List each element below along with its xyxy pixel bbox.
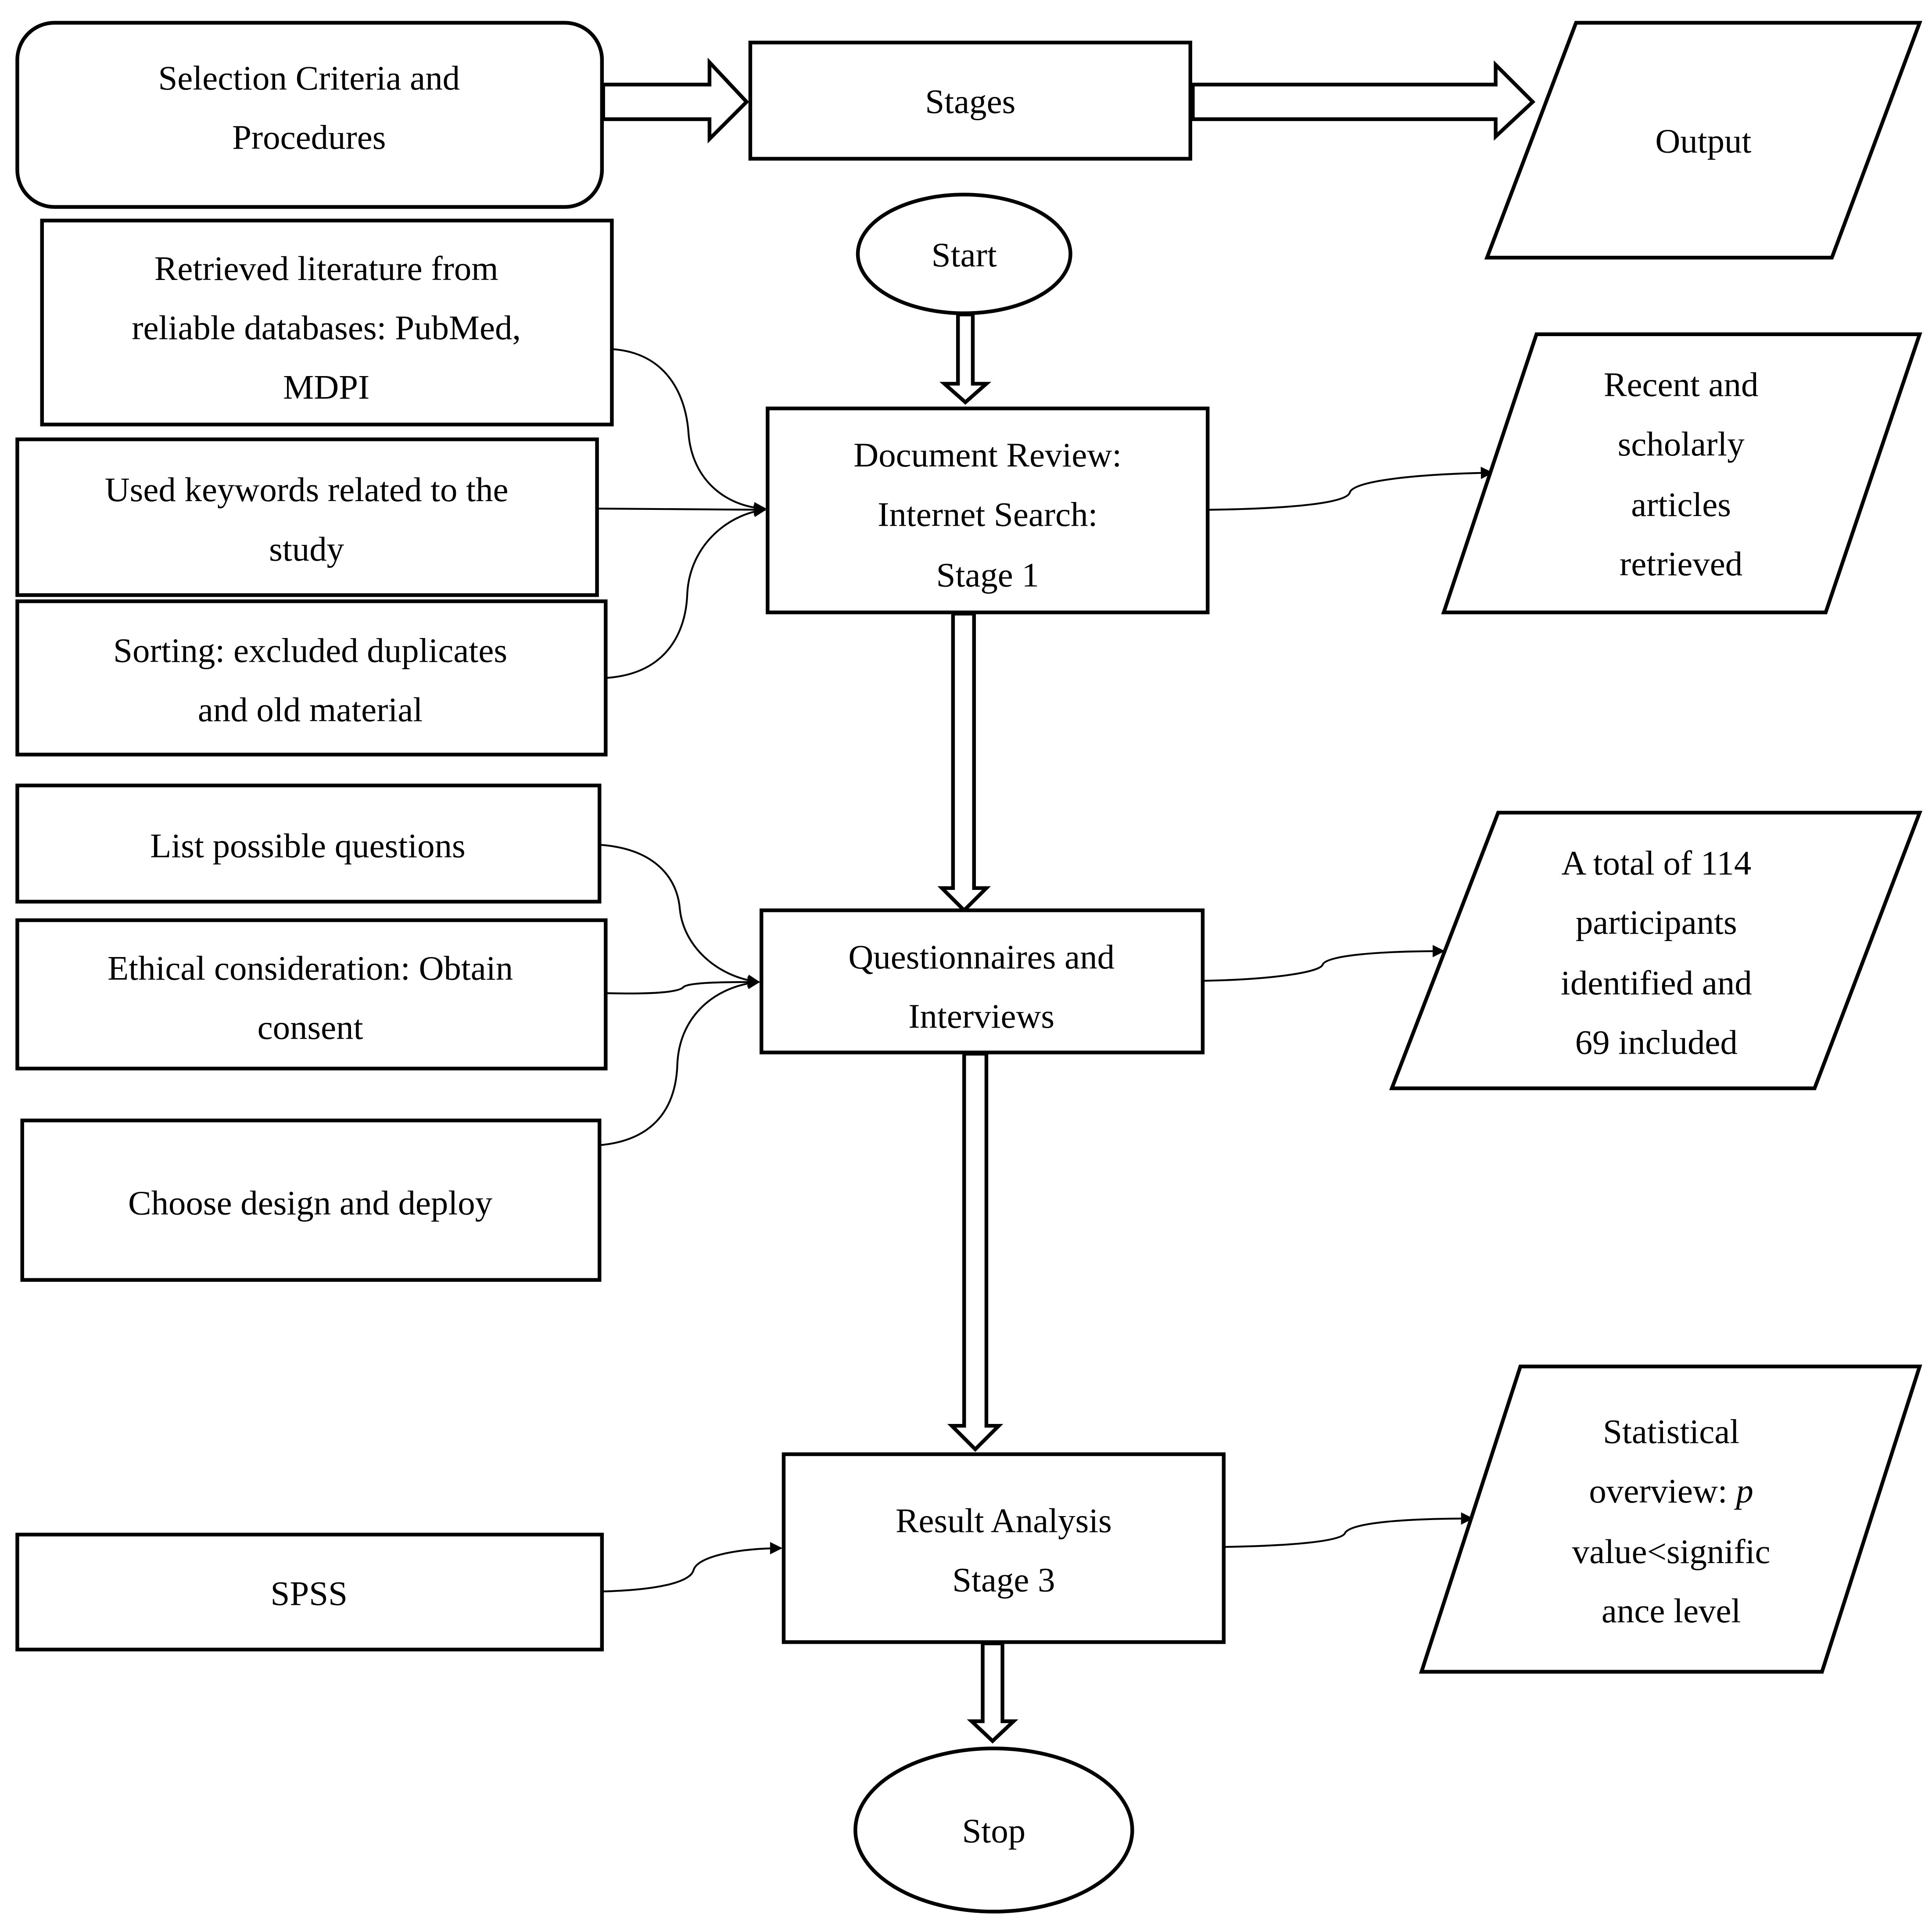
connector xyxy=(599,977,760,1146)
stage2-input-questions: List possible questions xyxy=(15,783,602,904)
stage3-box: Result Analysis Stage 3 xyxy=(781,1452,1226,1644)
legend-stages-box: Stages xyxy=(748,40,1193,161)
legend-output-text: Output xyxy=(1655,122,1751,161)
output-text: participants xyxy=(1576,904,1737,942)
stage1-output: Recent and scholarly articles retrieved xyxy=(1441,332,1922,614)
input-text: and old material xyxy=(198,691,423,729)
input-text: reliable databases: PubMed, xyxy=(132,309,521,347)
flow-arrow xyxy=(939,312,992,405)
connector xyxy=(1208,466,1493,511)
stage2-output: A total of 114 participants identified a… xyxy=(1389,810,1922,1090)
legend-block-arrow xyxy=(1191,60,1536,141)
legend-criteria-box: Selection Criteria and Procedures xyxy=(15,21,604,209)
stage1-title: Internet Search: xyxy=(878,495,1097,534)
input-text: Choose design and deploy xyxy=(128,1184,493,1222)
connector xyxy=(606,505,767,679)
input-text: Used keywords related to the xyxy=(105,471,509,509)
connector xyxy=(1202,945,1445,982)
legend-stages-text: Stages xyxy=(925,83,1015,121)
stage2-input-ethics: Ethical consideration: Obtain consent xyxy=(15,918,608,1071)
start-terminal: Start xyxy=(856,193,1072,316)
input-text: Retrieved literature from xyxy=(154,250,498,288)
connector xyxy=(612,348,767,515)
input-text: consent xyxy=(258,1008,363,1047)
output-text: 69 included xyxy=(1575,1023,1738,1061)
input-text: SPSS xyxy=(271,1575,348,1613)
output-text: identified and xyxy=(1561,964,1752,1002)
output-text: overview: p xyxy=(1589,1472,1753,1510)
output-text: Statistical xyxy=(1603,1413,1739,1451)
connector xyxy=(1223,1512,1473,1548)
connector xyxy=(597,503,767,516)
input-text: Sorting: excluded duplicates xyxy=(113,631,507,670)
connector xyxy=(602,1542,783,1592)
stage1-input-sorting: Sorting: excluded duplicates and old mat… xyxy=(15,599,608,757)
flow-arrow xyxy=(967,1641,1018,1744)
stage1-title: Document Review: xyxy=(853,436,1122,474)
output-text: A total of 114 xyxy=(1561,844,1751,882)
stage3-title: Result Analysis xyxy=(896,1502,1112,1540)
stage1-title: Stage 1 xyxy=(936,556,1039,594)
stage1-box: Document Review: Internet Search: Stage … xyxy=(766,406,1210,614)
output-text: articles xyxy=(1631,486,1731,524)
legend-criteria-text: Selection Criteria and xyxy=(158,59,460,97)
stage2-input-design: Choose design and deploy xyxy=(20,1119,602,1282)
flow-arrow xyxy=(947,1052,1004,1452)
stage2-title: Questionnaires and xyxy=(848,938,1115,976)
output-text: Recent and xyxy=(1604,366,1759,404)
legend-output-shape: Output xyxy=(1484,21,1922,260)
output-text: retrieved xyxy=(1620,545,1742,583)
input-text: Ethical consideration: Obtain xyxy=(108,949,513,987)
stop-text: Stop xyxy=(962,1812,1026,1850)
stage3-title: Stage 3 xyxy=(952,1561,1055,1599)
flow-arrow xyxy=(937,612,991,913)
legend-block-arrow xyxy=(601,57,749,143)
stage1-input-literature: Retrieved literature from reliable datab… xyxy=(40,219,614,427)
connector xyxy=(606,975,760,995)
input-text: List possible questions xyxy=(150,827,466,865)
input-text: study xyxy=(269,530,344,568)
stage2-title: Interviews xyxy=(908,997,1054,1036)
stage3-output: Statistical overview: p value<signific a… xyxy=(1419,1364,1922,1674)
stage3-input-spss: SPSS xyxy=(15,1532,604,1652)
stage1-input-keywords: Used keywords related to the study xyxy=(15,437,599,597)
output-text: scholarly xyxy=(1618,425,1745,463)
connector xyxy=(599,844,760,987)
stage2-box: Questionnaires and Interviews xyxy=(760,908,1205,1054)
output-text: ance level xyxy=(1602,1592,1741,1630)
stop-terminal: Stop xyxy=(853,1746,1134,1914)
input-text: MDPI xyxy=(283,368,369,406)
output-text: value<signific xyxy=(1572,1533,1771,1571)
start-text: Start xyxy=(932,236,997,274)
legend-criteria-text: Procedures xyxy=(232,118,386,157)
